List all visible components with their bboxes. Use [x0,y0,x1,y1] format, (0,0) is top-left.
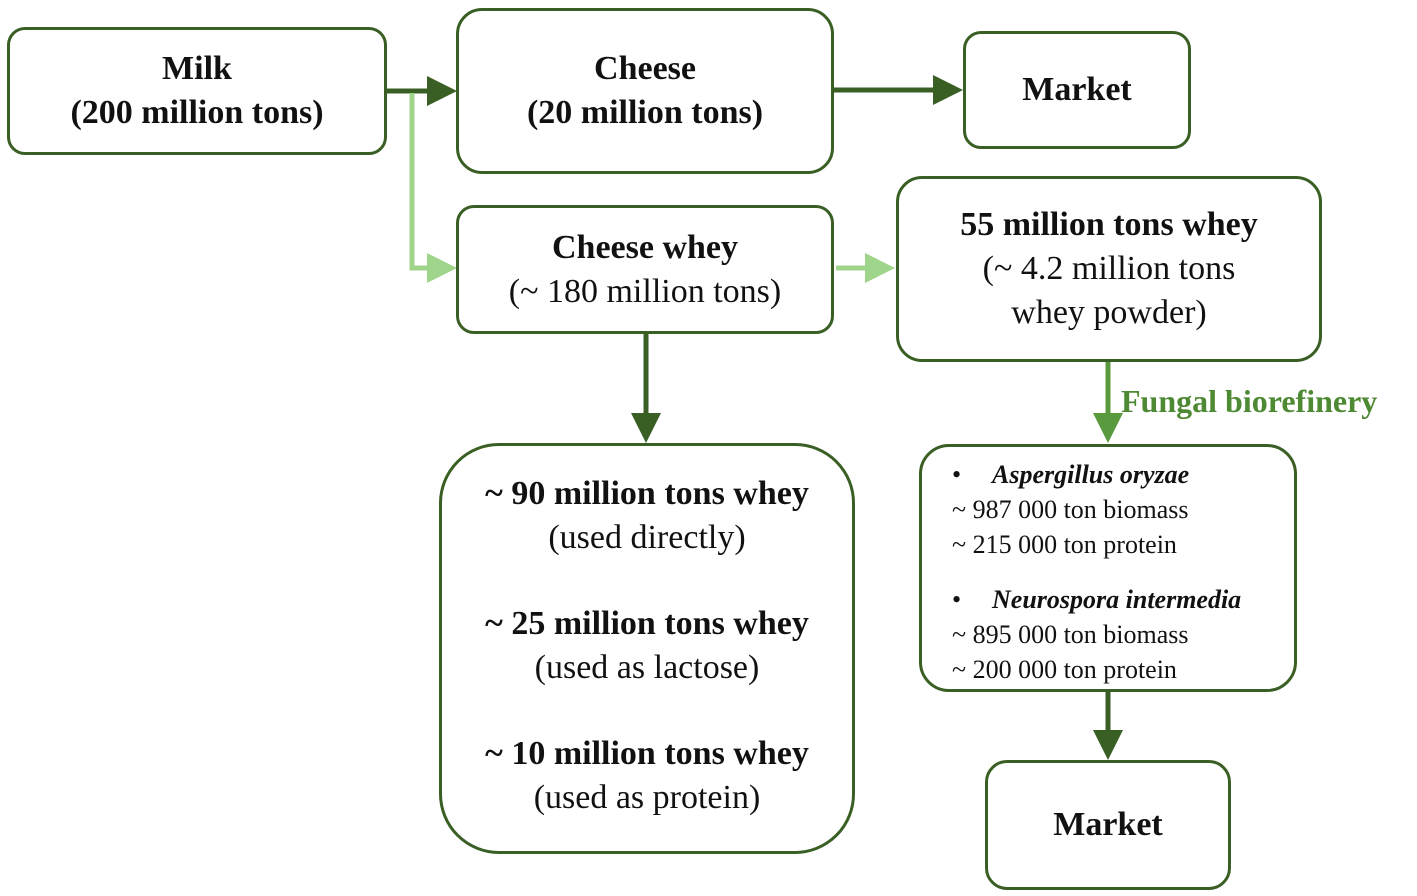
fungus-species-row: • Aspergillus oryzae [952,457,1189,492]
whey-55-line3: whey powder) [1011,294,1207,331]
milk-amount: (200 million tons) [70,94,324,131]
fungal-biorefinery-label: Fungal biorefinery [1121,383,1378,419]
whey-55-title: 55 million tons whey [960,206,1258,243]
fungus-species: Neurospora intermedia [992,585,1242,614]
cheese-whey-title: Cheese whey [551,228,739,266]
node-cheese: Cheese (20 million tons) [456,8,834,174]
fungus-biomass: ~ 895 000 ton biomass [952,620,1189,649]
fungus-protein: ~ 200 000 ton protein [952,655,1177,684]
bullet: • [952,460,962,489]
node-milk: Milk (200 million tons) [7,27,387,155]
market-bottom-title: Market [1053,806,1163,843]
use-item: ~ 10 million tons whey (used as protein) [485,732,809,820]
fungus-protein: ~ 215 000 ton protein [952,530,1177,559]
node-fungi: • Aspergillus oryzae ~ 987 000 ton biomas… [919,444,1297,692]
whey-55-line2: (~ 4.2 million tons [982,250,1236,287]
use-label: (used as lactose) [534,649,760,686]
use-label: (used directly) [548,519,746,556]
use-item: ~ 25 million tons whey (used as lactose) [485,602,809,690]
market-top-title: Market [1022,71,1132,108]
cheese-amount: (20 million tons) [526,94,764,131]
node-market-bottom: Market [985,760,1231,890]
fungus-species-row: • Neurospora intermedia [952,582,1241,617]
use-amount: ~ 90 million tons whey [485,475,809,512]
cheese-title: Cheese [594,50,696,87]
node-whey-55: 55 million tons whey (~ 4.2 million tons… [896,176,1322,362]
node-whey-uses: ~ 90 million tons whey (used directly) ~… [439,443,855,854]
fungus-species: Aspergillus oryzae [992,460,1190,489]
use-amount: ~ 10 million tons whey [485,735,809,772]
use-amount: ~ 25 million tons whey [485,605,809,642]
arrow-milk-to-cheese-whey [409,93,457,283]
fungus-biomass: ~ 987 000 ton biomass [952,495,1189,524]
node-cheese-whey: Cheese whey (~ 180 million tons) [456,205,834,334]
use-label: (used as protein) [533,779,761,816]
use-item: ~ 90 million tons whey (used directly) [485,472,809,560]
node-market-top: Market [963,31,1191,149]
cheese-whey-amount: (~ 180 million tons) [508,272,782,310]
milk-title: Milk [162,50,232,87]
bullet: • [952,585,962,614]
